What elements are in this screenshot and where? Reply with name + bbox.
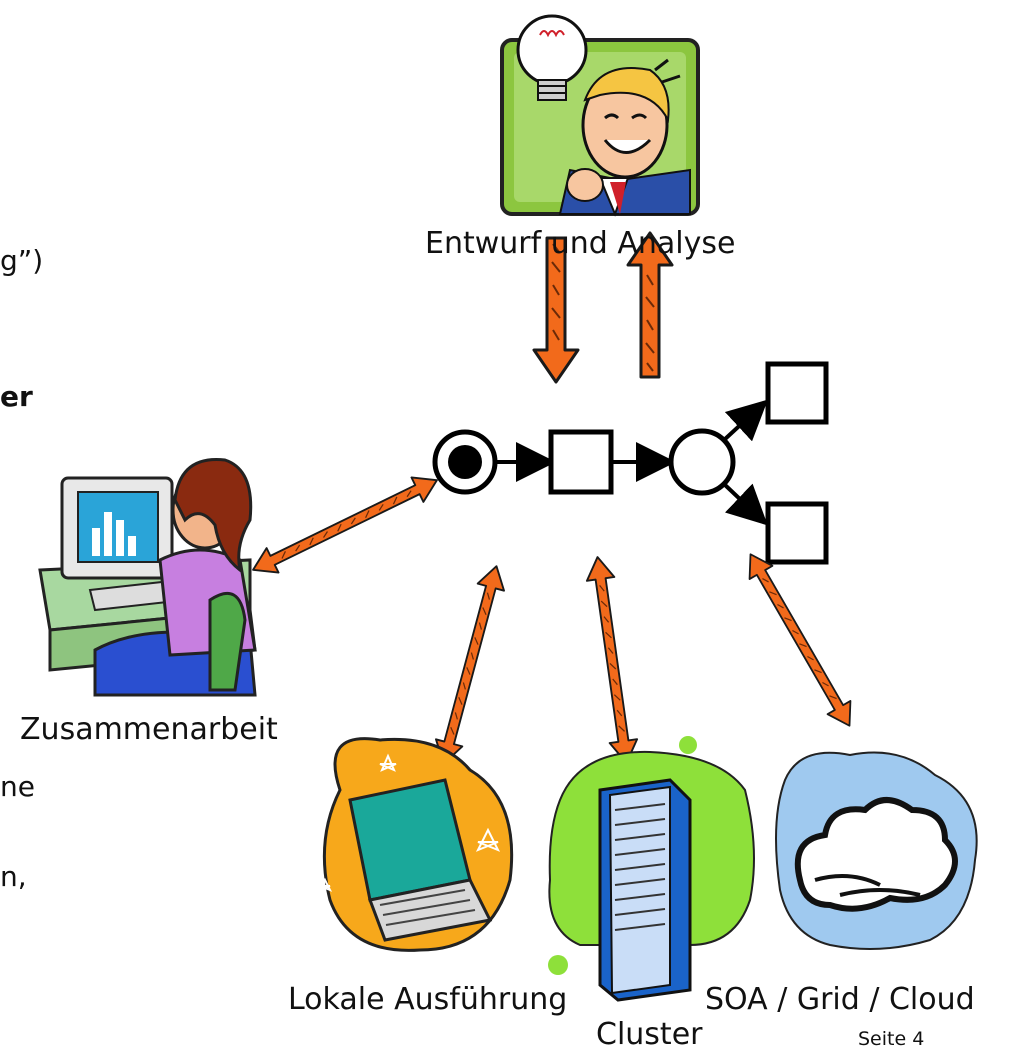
cut-off-text-3: ne <box>0 770 35 803</box>
page-number: Seite 4 <box>858 1028 925 1050</box>
local-arrow <box>429 561 511 769</box>
transition-3 <box>765 501 829 565</box>
cut-off-text-2: er <box>0 380 33 413</box>
cluster-label: Cluster <box>596 1017 703 1052</box>
start-token <box>448 445 482 479</box>
collaboration-label: Zusammenarbeit <box>20 712 278 747</box>
collaboration-arrow <box>246 466 444 584</box>
soa-grid-cloud-label: SOA / Grid / Cloud <box>705 982 975 1017</box>
woman-at-computer-icon <box>38 458 257 697</box>
transition-2 <box>765 361 829 425</box>
lightbulb-icon <box>516 14 588 101</box>
thinking-man-icon <box>558 58 691 217</box>
cluster-arrow <box>582 554 642 766</box>
cut-off-text-1: g”) <box>0 244 44 277</box>
transition-1 <box>548 429 614 495</box>
soa-arrow <box>738 546 862 734</box>
local-execution-label: Lokale Ausführung <box>288 982 568 1017</box>
design-illustration <box>500 14 700 217</box>
workflow-net <box>432 361 829 565</box>
split-place <box>668 428 736 496</box>
cut-off-text-4: n, <box>0 860 27 893</box>
design-label: Entwurf und Analyse <box>425 226 736 261</box>
laptop-icon <box>317 737 514 952</box>
cloud-icon <box>775 751 978 950</box>
server-rack-icon <box>548 736 755 1002</box>
